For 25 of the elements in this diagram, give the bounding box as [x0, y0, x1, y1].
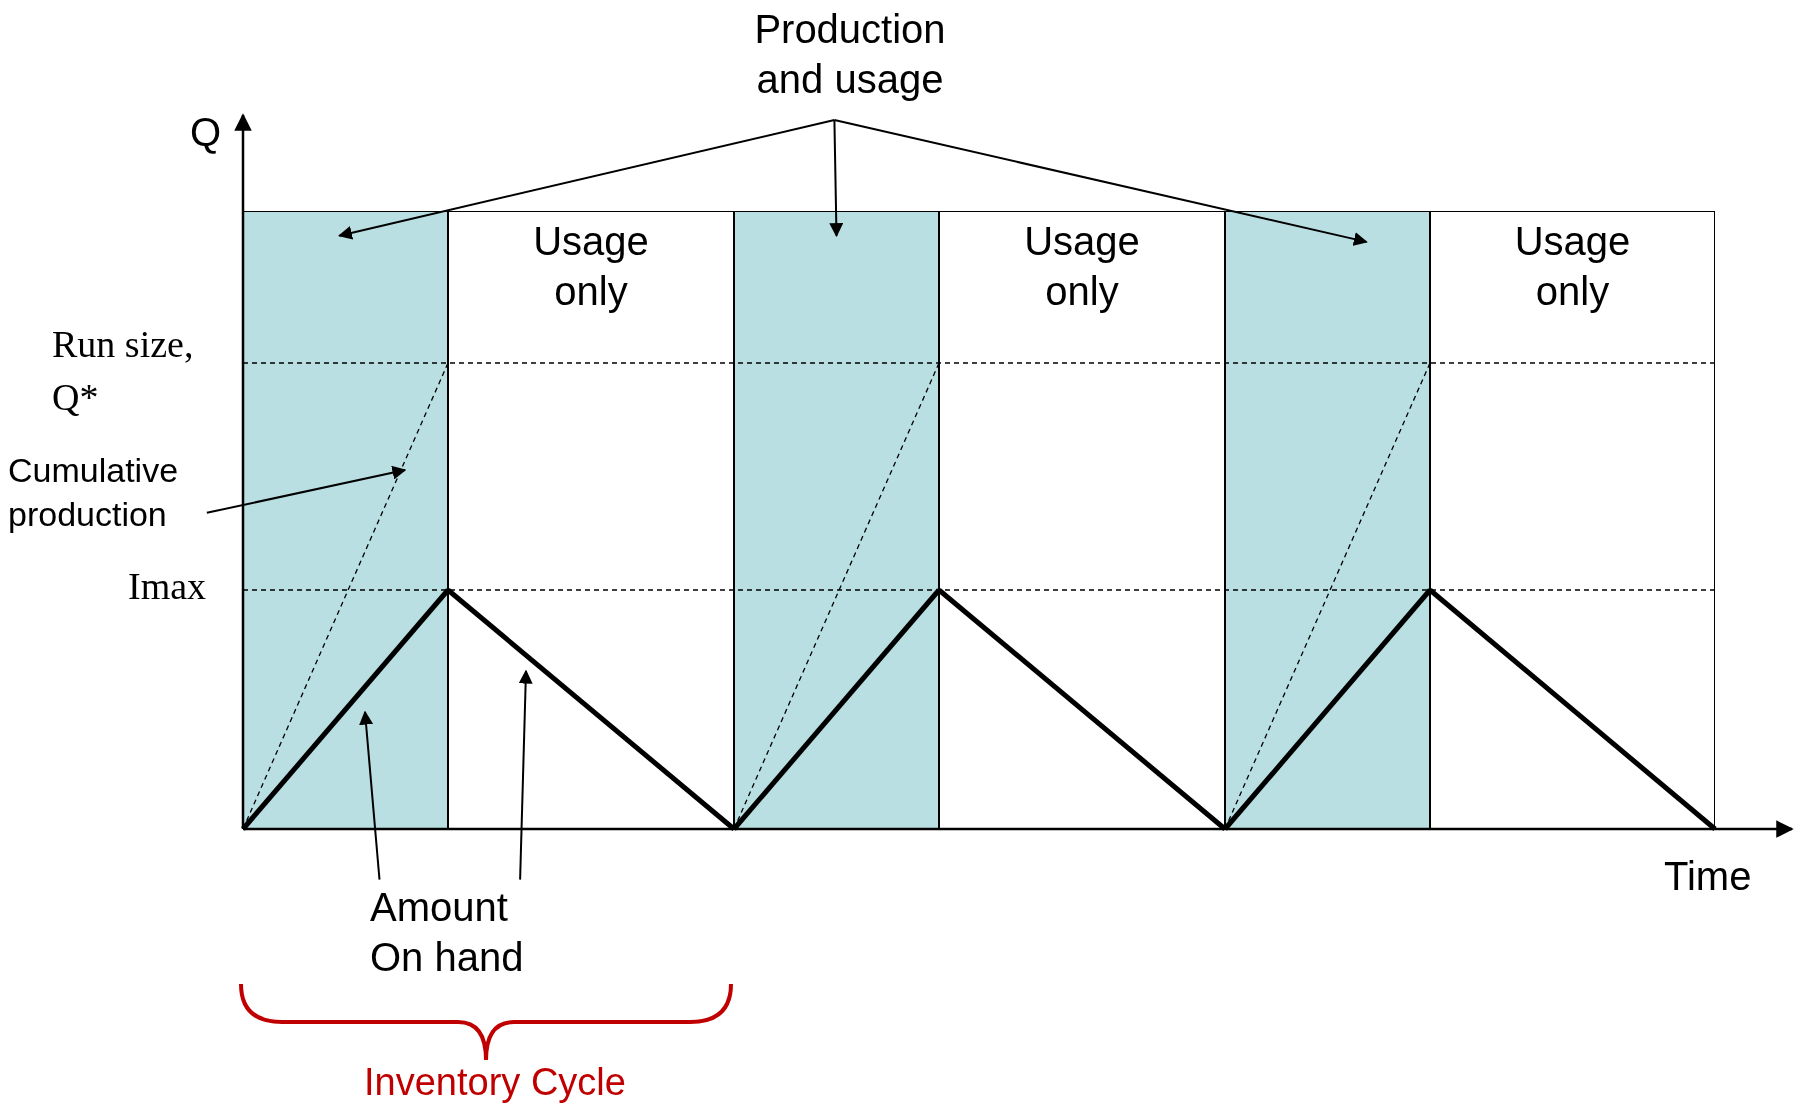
- usage-only-band: [448, 211, 734, 829]
- annotation-text: Amount On hand: [370, 882, 560, 1000]
- band-label: Usage only: [1023, 218, 1141, 315]
- production-band: [734, 211, 939, 829]
- level-label: Run size, Q*: [52, 322, 195, 421]
- annotation-text: Cumulative production: [8, 448, 213, 538]
- cycle-label: Inventory Cycle: [363, 1060, 627, 1105]
- band-label: Usage only: [532, 218, 650, 315]
- band-label: Usage only: [1513, 218, 1632, 315]
- axis-label: Q: [190, 109, 223, 156]
- inventory-level-line: [446, 588, 736, 831]
- inventory-level-line: [241, 588, 450, 831]
- production-band: [1225, 211, 1430, 829]
- arrow: [829, 119, 844, 238]
- production-band: [243, 211, 448, 829]
- usage-only-band: [1430, 211, 1715, 829]
- level-label: Imax: [128, 564, 208, 609]
- arrow: [338, 119, 836, 240]
- leader-line: [205, 465, 407, 514]
- annotation-text: Production and usage: [720, 4, 980, 120]
- leader-line: [518, 669, 533, 881]
- usage-only-band: [939, 211, 1225, 829]
- axis-label: Time: [1664, 853, 1753, 900]
- leader-line: [359, 710, 381, 881]
- arrow: [833, 119, 1368, 246]
